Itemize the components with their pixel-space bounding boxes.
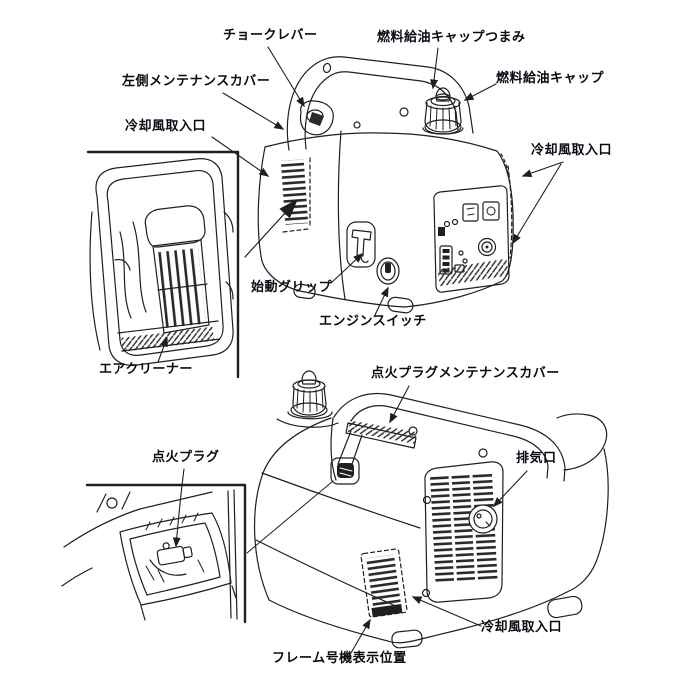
air-cleaner-box bbox=[144, 205, 210, 334]
rubber-feet bbox=[391, 595, 583, 649]
label-air-cleaner: エアクリーナー bbox=[99, 362, 193, 377]
leader-cooling-left bbox=[211, 136, 270, 177]
label-spark-plug: 点火プラグ bbox=[152, 450, 220, 465]
label-cooling-air-intake-right: 冷却風取入口 bbox=[531, 143, 613, 158]
leader-cooling-right-2 bbox=[512, 163, 562, 245]
body-outline bbox=[253, 413, 609, 644]
leader-cooling-right-1 bbox=[521, 161, 564, 177]
leader-fuel-cap bbox=[463, 83, 497, 101]
leader-starter-grip bbox=[330, 252, 364, 284]
engine-switch bbox=[376, 257, 400, 285]
fuel-filler-cap bbox=[276, 370, 339, 428]
side-louver-panel bbox=[421, 461, 504, 603]
spark-plug bbox=[156, 542, 193, 566]
generator-rear-left-view bbox=[244, 56, 514, 314]
rear-control-panel bbox=[433, 185, 510, 293]
label-cooling-air-intake-bottom: 冷却風取入口 bbox=[481, 620, 563, 635]
fuel-filler-cap bbox=[422, 87, 464, 135]
rubber-feet bbox=[293, 283, 414, 314]
spark-plug-inset bbox=[61, 483, 247, 624]
label-exhaust-outlet: 排気口 bbox=[516, 451, 557, 466]
frame-serial-plate bbox=[371, 603, 403, 618]
left-cover-louvers bbox=[280, 157, 311, 233]
choke-lever-opening bbox=[299, 100, 361, 136]
label-choke-lever: チョークレバー bbox=[223, 28, 318, 43]
leader-exhaust bbox=[492, 470, 528, 508]
label-fuel-filler-cap: 燃料給油キャップ bbox=[496, 71, 605, 86]
inset-border bbox=[86, 150, 240, 379]
front-intake-louvers bbox=[360, 548, 408, 618]
spark-plug-recess bbox=[119, 512, 237, 621]
inset-connector-line bbox=[246, 480, 334, 554]
label-cooling-air-intake-left: 冷却風取入口 bbox=[125, 119, 207, 134]
body-outline bbox=[257, 132, 514, 308]
callout-leader-lines bbox=[157, 46, 564, 654]
label-starter-grip: 始動グリップ bbox=[251, 280, 333, 295]
air-cleaner-inset bbox=[86, 150, 240, 379]
leader-spark-cover bbox=[389, 385, 410, 424]
leader-frame-serial bbox=[350, 618, 371, 654]
carry-handle bbox=[286, 56, 474, 151]
ac-outlet bbox=[482, 201, 500, 221]
leader-choke-lever bbox=[267, 46, 305, 108]
ac-outlet bbox=[462, 203, 479, 222]
label-fuel-filler-cap-knob: 燃料給油キャップつまみ bbox=[377, 30, 526, 45]
label-engine-switch: エンジンスイッチ bbox=[319, 314, 427, 329]
generator-front-left-view bbox=[246, 370, 609, 649]
leader-cooling-bottom bbox=[411, 596, 482, 627]
exhaust-outlet bbox=[468, 504, 498, 534]
starter-grip bbox=[346, 221, 376, 268]
label-frame-serial-number-location: フレーム号機表示位置 bbox=[272, 651, 407, 666]
cover-indicator-arrow bbox=[244, 198, 299, 258]
leader-air-cleaner bbox=[157, 336, 168, 363]
label-left-maintenance-cover: 左側メンテナンスカバー bbox=[122, 74, 271, 89]
inset-border bbox=[85, 483, 247, 624]
rear-edge-intake-slots bbox=[500, 153, 513, 259]
leader-fuel-cap-knob bbox=[430, 47, 439, 90]
spark-plug-maintenance-cover bbox=[330, 420, 417, 485]
dc-socket bbox=[477, 237, 497, 257]
leader-left-cover bbox=[222, 92, 285, 130]
carry-handle bbox=[333, 392, 566, 482]
label-spark-plug-maintenance-cover: 点火プラグメンテナンスカバー bbox=[371, 366, 560, 381]
leader-engine-switch bbox=[373, 286, 389, 318]
leader-spark-plug bbox=[172, 468, 185, 548]
